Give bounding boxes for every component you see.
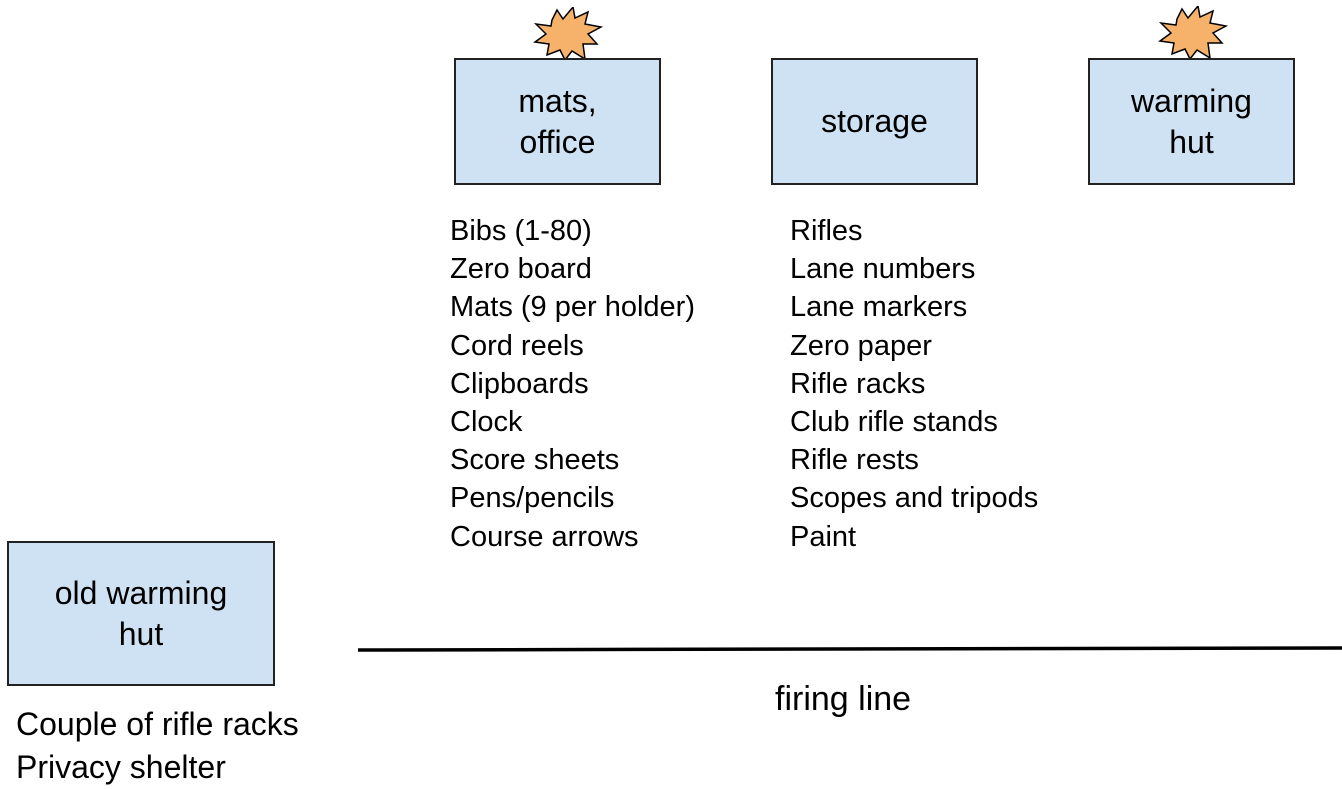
- list-item: Clipboards: [450, 367, 589, 400]
- warming-hut-label: warming hut: [1131, 82, 1252, 160]
- storage-building: storage: [771, 58, 978, 185]
- list-item: Bibs (1-80): [450, 215, 592, 247]
- storage-label: storage: [821, 103, 928, 139]
- starburst-icon: [1158, 6, 1228, 60]
- list-item: Cord reels: [450, 329, 584, 362]
- old-warming-hut-item-list: Couple of rifle racks Privacy shelter: [16, 703, 299, 789]
- list-item: Score sheets: [450, 444, 620, 477]
- list-item: Rifle rests: [790, 444, 919, 477]
- firing-line-stroke: [357, 646, 1342, 652]
- list-item: Zero board: [450, 253, 592, 286]
- list-item: Scopes and tripods: [790, 482, 1039, 515]
- list-item: Lane numbers: [790, 253, 976, 286]
- mats-office-label: mats, office: [518, 82, 597, 160]
- list-item: Couple of rifle racks: [16, 706, 299, 742]
- list-item: Mats (9 per holder): [450, 291, 695, 324]
- mats-office-item-list: Bibs (1-80) Zero board Mats (9 per holde…: [450, 212, 695, 556]
- list-item: Clock: [450, 406, 523, 439]
- list-item: Club rifle stands: [790, 406, 998, 439]
- starburst-shape: [533, 7, 603, 61]
- old-warming-hut-label: old warming hut: [54, 574, 228, 652]
- firing-line-label: firing line: [775, 680, 912, 718]
- list-item: Course arrows: [450, 520, 639, 553]
- starburst-shape: [1158, 6, 1228, 60]
- list-item: Zero paper: [790, 329, 932, 362]
- list-item: Rifle racks: [790, 367, 926, 400]
- list-item: Rifles: [790, 215, 863, 247]
- starburst-icon: [533, 7, 603, 61]
- list-item: Paint: [790, 520, 857, 553]
- storage-item-list: Rifles Lane numbers Lane markers Zero pa…: [790, 212, 1038, 556]
- old-warming-hut-building: old warming hut: [7, 541, 275, 686]
- firing-line: [357, 646, 1342, 652]
- list-item: Privacy shelter: [16, 749, 226, 785]
- list-item: Pens/pencils: [450, 482, 615, 515]
- warming-hut-building: warming hut: [1088, 58, 1295, 185]
- mats-office-building: mats, office: [454, 58, 661, 185]
- list-item: Lane markers: [790, 291, 968, 324]
